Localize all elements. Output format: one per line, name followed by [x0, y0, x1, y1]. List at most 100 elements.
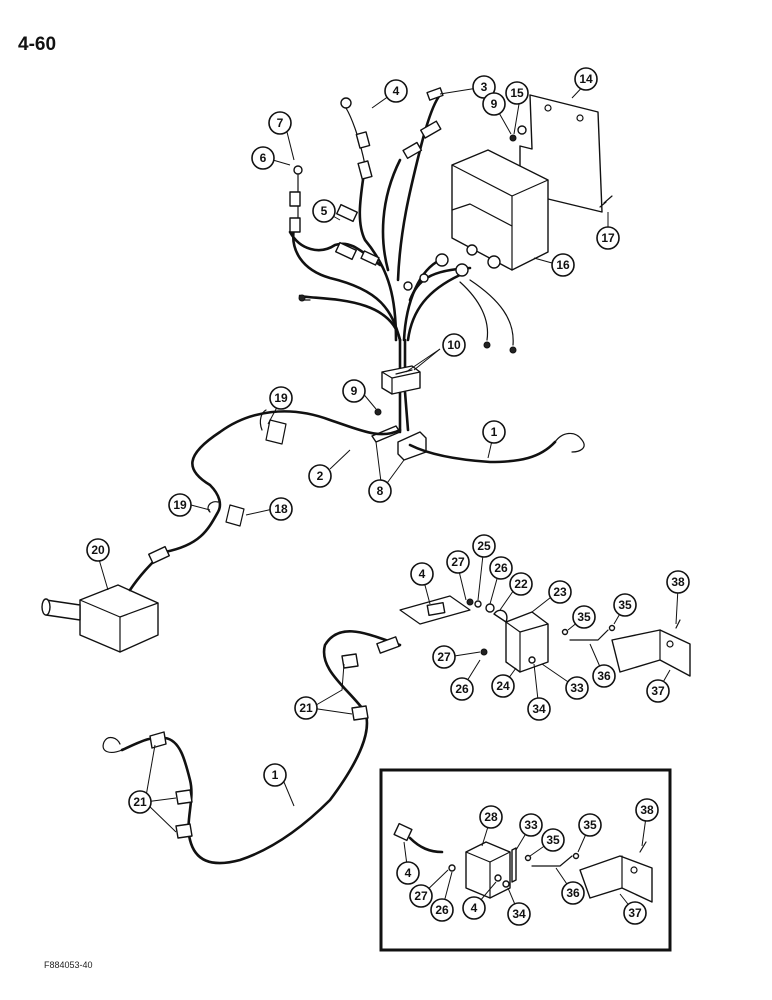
svg-text:34: 34	[532, 702, 546, 716]
callout-19-left: 19	[168, 493, 192, 517]
callout-14: 14	[574, 67, 598, 91]
callout-19-top: 19	[269, 386, 293, 410]
callout-36-inset: 36	[561, 881, 585, 905]
svg-text:18: 18	[274, 502, 288, 516]
svg-text:24: 24	[496, 679, 510, 693]
callout-37-inset: 37	[623, 901, 647, 925]
svg-text:36: 36	[597, 669, 611, 683]
svg-text:20: 20	[91, 543, 105, 557]
callout-25: 25	[472, 534, 496, 558]
callout-15: 15	[505, 81, 529, 105]
callout-27-bottom: 27	[432, 645, 456, 669]
inset-assembly	[393, 822, 653, 903]
svg-text:28: 28	[484, 810, 498, 824]
callout-27-inset: 27	[409, 884, 433, 908]
callout-21-left: 21	[128, 790, 152, 814]
callout-10: 10	[442, 333, 466, 357]
svg-text:9: 9	[491, 97, 498, 111]
callout-27-top: 27	[446, 550, 470, 574]
callout-22: 22	[509, 572, 533, 596]
svg-text:2: 2	[317, 469, 324, 483]
junction-block	[381, 365, 421, 395]
svg-text:35: 35	[546, 833, 560, 847]
left-module	[41, 545, 170, 653]
callout-35-left: 35	[572, 605, 596, 629]
callout-5: 5	[312, 199, 336, 223]
callout-38-inset: 38	[635, 798, 659, 822]
callout-4-right: 4	[410, 562, 434, 586]
callout-35-right: 35	[613, 593, 637, 617]
svg-text:35: 35	[618, 598, 632, 612]
callout-9-top: 9	[482, 92, 506, 116]
callout-26-inset: 26	[430, 898, 454, 922]
svg-text:25: 25	[477, 539, 491, 553]
svg-text:27: 27	[414, 889, 428, 903]
svg-text:4: 4	[405, 866, 412, 880]
callout-20: 20	[86, 538, 110, 562]
screw-17	[599, 195, 613, 208]
svg-text:16: 16	[556, 258, 570, 272]
switch-assembly	[399, 595, 691, 677]
svg-text:10: 10	[447, 338, 461, 352]
svg-text:21: 21	[133, 795, 147, 809]
lower-harness	[102, 630, 402, 865]
svg-text:4: 4	[471, 901, 478, 915]
callout-38: 38	[666, 570, 690, 594]
svg-text:26: 26	[455, 682, 469, 696]
callout-35-inset-right: 35	[578, 813, 602, 837]
svg-text:7: 7	[277, 116, 284, 130]
page-number: 4-60	[18, 34, 57, 55]
svg-text:1: 1	[272, 768, 279, 782]
callout-28: 28	[479, 805, 503, 829]
callout-24: 24	[491, 674, 515, 698]
nut-9-top	[509, 134, 517, 142]
callout-33: 33	[565, 676, 589, 700]
callout-8: 8	[368, 479, 392, 503]
svg-text:5: 5	[321, 204, 328, 218]
control-module	[451, 149, 549, 271]
svg-text:22: 22	[514, 577, 528, 591]
svg-text:19: 19	[173, 498, 187, 512]
svg-text:4: 4	[419, 567, 426, 581]
callout-9-mid: 9	[342, 379, 366, 403]
callout-4-inset-left: 4	[396, 861, 420, 885]
svg-text:26: 26	[435, 903, 449, 917]
svg-text:1: 1	[491, 425, 498, 439]
svg-text:37: 37	[628, 906, 642, 920]
callout-18: 18	[269, 497, 293, 521]
svg-text:33: 33	[524, 818, 538, 832]
svg-text:8: 8	[377, 484, 384, 498]
svg-text:38: 38	[640, 803, 654, 817]
svg-text:33: 33	[570, 681, 584, 695]
callout-35-inset-left: 35	[541, 828, 565, 852]
svg-text:35: 35	[583, 818, 597, 832]
svg-text:19: 19	[274, 391, 288, 405]
callout-4-inset-mid: 4	[462, 896, 486, 920]
callout-23: 23	[548, 580, 572, 604]
svg-text:21: 21	[299, 701, 313, 715]
washer-15	[517, 125, 527, 135]
left-harness	[163, 409, 585, 554]
callout-26-bottom: 26	[450, 677, 474, 701]
svg-text:4: 4	[393, 84, 400, 98]
svg-text:34: 34	[512, 907, 526, 921]
callout-16: 16	[551, 253, 575, 277]
svg-text:35: 35	[577, 610, 591, 624]
inset-frame	[379, 768, 672, 952]
callout-37: 37	[646, 679, 670, 703]
callout-26-top: 26	[489, 556, 513, 580]
svg-text:38: 38	[671, 575, 685, 589]
svg-text:3: 3	[481, 80, 488, 94]
svg-text:37: 37	[651, 684, 665, 698]
svg-text:9: 9	[351, 384, 358, 398]
callout-34-inset: 34	[507, 902, 531, 926]
callout-17: 17	[596, 226, 620, 250]
callout-2: 2	[308, 464, 332, 488]
callout-34: 34	[527, 697, 551, 721]
callout-6: 6	[251, 146, 275, 170]
svg-text:23: 23	[553, 585, 567, 599]
callout-36: 36	[592, 664, 616, 688]
svg-text:26: 26	[494, 561, 508, 575]
svg-text:14: 14	[579, 72, 593, 86]
